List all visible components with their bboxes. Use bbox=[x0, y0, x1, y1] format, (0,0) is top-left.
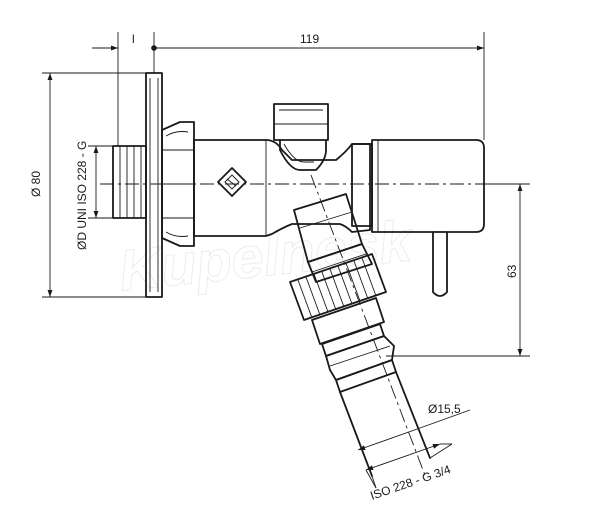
handle-body bbox=[351, 139, 485, 233]
dim-outlet-thread: ISO 228 - G 3/4 bbox=[365, 443, 453, 503]
lever-handle bbox=[432, 231, 448, 297]
dim-63-label: 63 bbox=[505, 264, 519, 278]
dim-thread-label: ØD UNI ISO 228 - G bbox=[75, 141, 89, 250]
top-bonnet bbox=[273, 103, 329, 171]
dim-flange-diameter: Ø 80 bbox=[29, 72, 146, 298]
hex-nut bbox=[161, 121, 195, 247]
dim-overall-length: 119 l bbox=[92, 32, 485, 146]
dim-80-label: Ø 80 bbox=[29, 171, 43, 197]
inlet-thread bbox=[112, 145, 147, 219]
dim-inlet-thread: ØD UNI ISO 228 - G bbox=[75, 141, 113, 250]
dim-119-label: 119 bbox=[300, 32, 319, 46]
dim-iso-g34-label: ISO 228 - G 3/4 bbox=[368, 462, 452, 503]
angled-outlet bbox=[293, 193, 373, 283]
dim-l-label: l bbox=[132, 32, 135, 46]
dim-15-5-label: Ø15,5 bbox=[428, 402, 461, 416]
hose-connector bbox=[311, 297, 397, 393]
dim-height: 63 bbox=[386, 183, 530, 357]
knurled-ring bbox=[289, 253, 387, 321]
